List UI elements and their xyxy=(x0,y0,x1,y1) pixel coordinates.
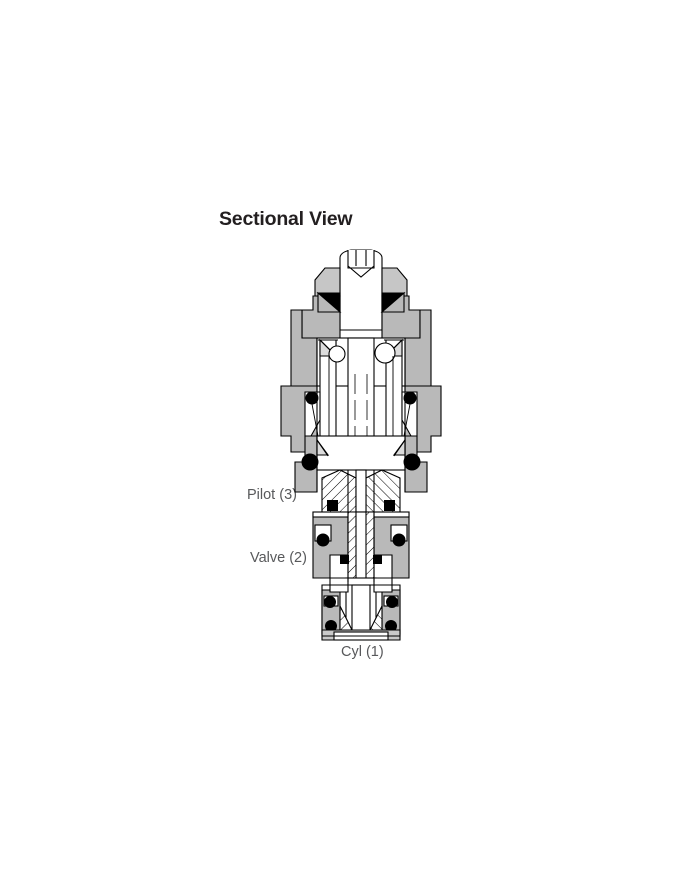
o-ring-seal xyxy=(324,596,336,608)
o-ring-seal xyxy=(316,533,330,547)
square-seal xyxy=(340,555,349,564)
page-title: Sectional View xyxy=(219,208,353,230)
o-ring-seal xyxy=(301,453,319,471)
o-ring-seal xyxy=(392,533,406,547)
cylinder-nose xyxy=(321,577,401,641)
lower-sleeve xyxy=(294,435,428,493)
valve-assembly xyxy=(280,249,442,641)
top-seal-wedges xyxy=(316,291,406,314)
square-seal xyxy=(327,500,338,511)
valve-body xyxy=(312,511,410,583)
o-ring-seal xyxy=(386,596,398,608)
o-ring-seal xyxy=(305,391,319,405)
callout-label-cyl: Cyl (1) xyxy=(341,644,384,660)
callout-label-pilot: Pilot (3) xyxy=(247,487,297,503)
square-seal xyxy=(373,555,382,564)
o-ring-seal xyxy=(325,620,337,632)
adjustment-screw xyxy=(339,249,383,331)
upper-cap xyxy=(301,267,421,339)
square-seal xyxy=(384,500,395,511)
callout-label-valve: Valve (2) xyxy=(250,550,307,566)
outline-accents xyxy=(313,338,409,637)
o-ring-seal xyxy=(403,453,421,471)
o-ring-seal xyxy=(403,391,417,405)
o-ring-seal xyxy=(385,620,397,632)
